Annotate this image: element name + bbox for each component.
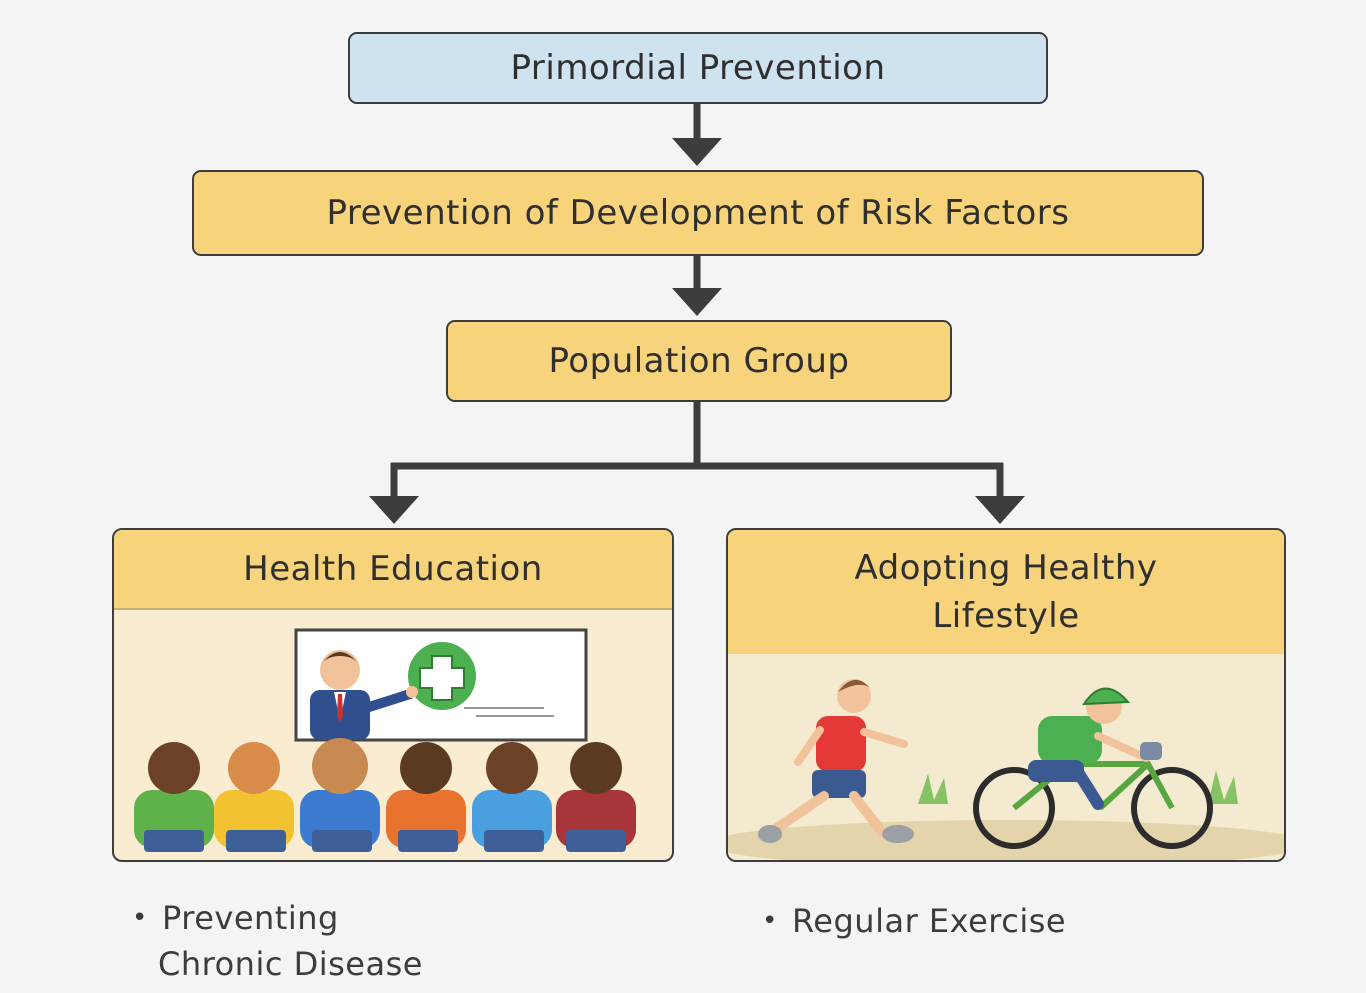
bullet-right-text: Regular Exercise	[792, 902, 1067, 940]
healthy-lifestyle-header: Adopting Healthy Lifestyle	[728, 530, 1284, 656]
bullet-regular-exercise: • Regular Exercise	[762, 898, 1212, 944]
bullet-preventing-chronic-disease: • Preventing Chronic Disease	[132, 895, 542, 987]
arrowhead-right	[975, 496, 1025, 524]
primordial-prevention-label: Primordial Prevention	[510, 48, 886, 88]
arrowhead-risk	[672, 138, 722, 166]
students-group	[134, 738, 636, 852]
exercise-illustration	[728, 654, 1284, 860]
bullet-dot: •	[132, 903, 148, 933]
bullet-left-line2: Chronic Disease	[158, 945, 423, 983]
bullet-left-line1: Preventing	[162, 899, 339, 937]
primordial-prevention-box: Primordial Prevention	[348, 32, 1048, 104]
population-group-box: Population Group	[446, 320, 952, 402]
grass-decoration	[918, 770, 1238, 804]
risk-factors-box: Prevention of Development of Risk Factor…	[192, 170, 1204, 256]
risk-factors-label: Prevention of Development of Risk Factor…	[326, 193, 1070, 233]
classroom-illustration	[134, 628, 636, 852]
runner-figure	[758, 679, 914, 843]
healthy-lifestyle-label-line2: Lifestyle	[932, 596, 1080, 636]
healthy-lifestyle-panel: Adopting Healthy Lifestyle	[726, 528, 1286, 862]
teacher-figure	[310, 650, 418, 740]
health-cross-icon	[408, 642, 476, 710]
health-education-header: Health Education	[114, 530, 672, 610]
arrowhead-left	[369, 496, 419, 524]
population-group-label: Population Group	[548, 341, 850, 381]
cyclist-figure	[973, 687, 1213, 849]
bullet-dot: •	[762, 906, 778, 936]
health-education-panel: Health Education	[112, 528, 674, 862]
health-education-label: Health Education	[243, 549, 543, 589]
healthy-lifestyle-label-line1: Adopting Healthy	[854, 548, 1158, 588]
arrowhead-pop	[672, 288, 722, 316]
